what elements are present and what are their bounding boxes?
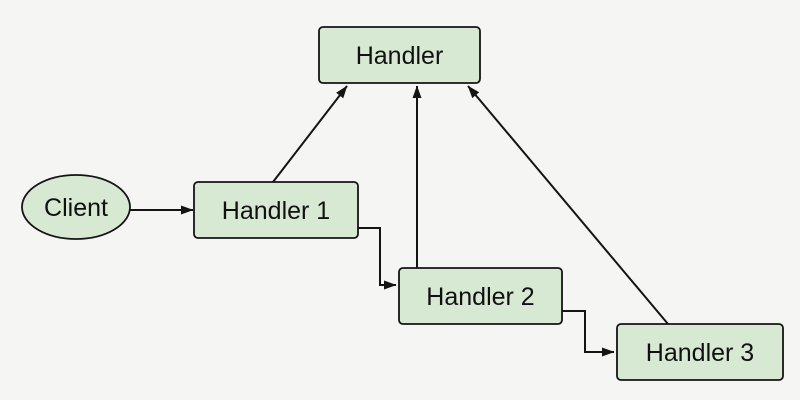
node-handler2: Handler 2 [398, 267, 563, 325]
handler1-label: Handler 1 [222, 197, 330, 225]
handler3-box [616, 323, 784, 381]
edge-handler1-to-handler2 [358, 227, 397, 290]
edge-handler2-to-handler3 [562, 310, 615, 357]
node-handler: Handler [318, 26, 481, 84]
handler-box [318, 26, 481, 84]
client-label: Client [44, 194, 108, 222]
edge-layer [128, 85, 669, 357]
handler2-label: Handler 2 [426, 283, 534, 311]
client-ellipse [21, 174, 131, 240]
node-handler3: Handler 3 [616, 323, 784, 381]
node-client: Client [21, 174, 131, 240]
node-handler1: Handler 1 [193, 181, 359, 239]
handler3-label: Handler 3 [646, 339, 754, 367]
edge-handler1-to-handler [272, 85, 348, 183]
handler1-box [193, 181, 359, 239]
edge-handler3-to-handler [467, 85, 669, 325]
handler2-box [398, 267, 563, 325]
handler-label: Handler [356, 42, 444, 70]
